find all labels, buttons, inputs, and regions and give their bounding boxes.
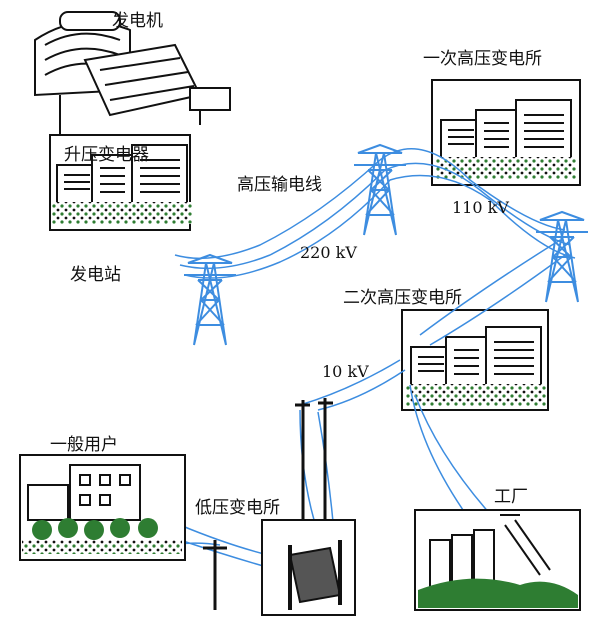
tower-2 xyxy=(353,144,407,236)
tower-3 xyxy=(535,211,589,303)
step-up-transformer-label: 升压变电器 xyxy=(64,145,149,165)
power-station-label: 发电站 xyxy=(70,265,121,285)
high-voltage-line-label: 高压输电线 xyxy=(237,175,322,195)
kv-110-label: 110 kV xyxy=(452,198,509,217)
generator-drawing xyxy=(34,11,231,135)
kv-220-label: 220 kV xyxy=(300,243,357,262)
general-users-label: 一般用户 xyxy=(50,435,118,455)
generator-label: 发电机 xyxy=(112,11,163,31)
transmission-lines xyxy=(149,148,576,576)
utility-poles xyxy=(203,398,333,610)
kv-10-label: 10 kV xyxy=(322,362,369,381)
low-voltage-substation-label: 低压变电所 xyxy=(195,498,280,518)
secondary-substation-label: 二次高压变电所 xyxy=(343,288,462,308)
factory-label: 工厂 xyxy=(494,487,528,507)
primary-substation-label: 一次高压变电所 xyxy=(423,49,542,69)
